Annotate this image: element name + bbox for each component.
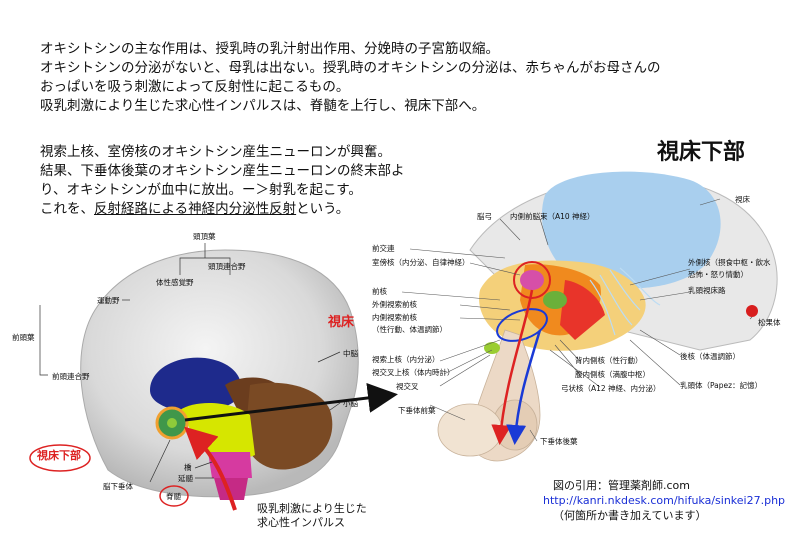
left-brain-illustration <box>80 249 359 500</box>
label-medial-preoptic-2: （性行動、体温調節） <box>372 325 447 334</box>
green-nucleus <box>543 291 567 309</box>
paraventricular-core <box>520 270 544 290</box>
label-lateral-nucleus: 外側核（摂食中枢・飲水 <box>688 258 771 267</box>
label-motor: 運動野 <box>97 296 120 305</box>
label-midbrain: 中脳 <box>343 349 358 358</box>
label-anterior-commissure: 前交連 <box>372 244 395 253</box>
citation-line-3: （何箇所か書き加えています） <box>553 509 707 522</box>
label-thalamus-left: 視床 <box>328 315 355 330</box>
thalamus-region <box>150 357 242 412</box>
label-thalamus-right: 視床 <box>735 195 750 204</box>
red-nucleus-strip <box>560 280 605 340</box>
label-supraoptic: 視索上核（内分泌） <box>372 355 440 364</box>
optic-chiasm <box>484 342 500 354</box>
paraventricular-highlight <box>513 261 551 299</box>
desc-line-4: これを、反射経路による神経内分泌性反射という。 <box>40 200 405 219</box>
label-posterior-pituitary: 下垂体後葉 <box>540 437 578 446</box>
intro-line-1: オキシトシンの主な作用は、授乳時の乳汁射出作用、分娩時の子宮筋収縮。 <box>40 41 499 57</box>
label-somatosensory: 体性感覚野 <box>156 278 194 287</box>
label-impulse-line-2: 求心性インパルス <box>257 516 345 529</box>
right-annotation-lines <box>401 198 753 442</box>
label-pineal: 松果体 <box>758 318 781 327</box>
diagram-title: 視床下部 <box>657 140 746 165</box>
red-pathway-arrow <box>491 289 534 445</box>
citation: 図の引用：管理薬剤師.com http://kanri.nkdesk.com/h… <box>543 478 785 523</box>
pituitary-dot <box>167 418 177 428</box>
connect-arrow <box>184 382 398 422</box>
desc-line-3: り、オキシトシンが血中に放出。ー＞射乳を起こす。 <box>40 182 362 198</box>
anterior-pituitary-lobe <box>437 403 503 457</box>
label-parietal-assoc: 頭頂連合野 <box>208 262 246 271</box>
pineal-gland <box>746 305 758 317</box>
label-frontal-assoc: 前頭連合野 <box>52 372 90 381</box>
spinal-cord-label-circle <box>159 485 189 507</box>
label-medial-preoptic: 内側視索前核 <box>372 313 417 322</box>
desc-line-4-suffix: という。 <box>296 201 350 217</box>
intro-line-2: オキシトシンの分泌がないと、母乳は出ない。授乳時のオキシトシンの分泌は、赤ちゃん… <box>40 60 661 76</box>
fiber-bundle <box>589 267 661 336</box>
label-fornix: 脳弓 <box>477 212 492 221</box>
intro-text: オキシトシンの主な作用は、授乳時の乳汁射出作用、分娩時の子宮筋収縮。 オキシトシ… <box>40 40 660 116</box>
label-mfb: 内側前脳束（A10 神経） <box>510 212 595 221</box>
citation-url[interactable]: http://kanri.nkdesk.com/hifuka/sinkei27.… <box>543 494 786 507</box>
right-brain-illustration <box>437 171 778 462</box>
desc-line-4-prefix: これを、 <box>40 201 94 217</box>
label-medulla: 延髄 <box>178 474 193 483</box>
label-dorsomedial: 背内側核（性行動） <box>575 356 643 365</box>
medulla-region <box>214 478 248 500</box>
right-thalamus <box>541 171 721 289</box>
label-mammillothalamic: 乳頭視床路 <box>688 286 726 295</box>
label-lateral-nucleus-2: 恐怖・怒り情動） <box>688 270 748 279</box>
intro-line-3: おっぱいを吸う刺激によって反射性に起こるもの。 <box>40 79 350 95</box>
label-parietal-lobe: 頭頂葉 <box>193 232 216 241</box>
left-annotation-lines <box>39 243 341 483</box>
desc-line-4-underlined: 反射経路による神経内分泌性反射 <box>94 201 297 217</box>
label-pituitary: 脳下垂体 <box>103 482 133 491</box>
desc-line-1: 視索上核、室傍核のオキシトシン産生ニューロンが興奮。 <box>40 144 391 160</box>
label-suprachiasmatic: 視交叉上核（体内時計） <box>372 368 455 377</box>
label-hypothalamus-left: 視床下部 <box>37 449 81 462</box>
label-optic-chiasm: 視交叉 <box>396 382 419 391</box>
description-text: 視索上核、室傍核のオキシトシン産生ニューロンが興奮。 結果、下垂体後葉のオキシト… <box>40 143 405 219</box>
supraoptic-highlight <box>496 308 548 342</box>
label-spinal-cord: 脊髄 <box>166 492 181 501</box>
desc-line-2: 結果、下垂体後葉のオキシトシン産生ニューロンの終末部よ <box>40 163 405 179</box>
label-pons: 橋 <box>184 463 192 472</box>
blue-pathway-arrow <box>506 329 542 445</box>
impulse-red-arrow <box>184 426 237 511</box>
citation-line-1: 図の引用：管理薬剤師.com <box>553 479 690 492</box>
label-paraventricular: 室傍核（内分泌、自律神経） <box>372 258 470 267</box>
label-arcuate: 弓状核（A12 神経、内分泌） <box>561 384 661 393</box>
label-cerebellum: 小脳 <box>343 399 358 408</box>
label-impulse-line-1: 吸乳刺激により生じた <box>257 502 367 515</box>
label-impulse: 吸乳刺激により生じた 求心性インパルス <box>257 502 367 530</box>
label-anterior-nucleus: 前核 <box>372 287 387 296</box>
label-mammillary: 乳頭体（Papez：記憶） <box>680 381 763 390</box>
label-frontal-lobe: 前頭葉 <box>12 333 35 342</box>
hypothalamus-label-circle <box>29 444 91 472</box>
label-lateral-preoptic: 外側視索前核 <box>372 300 417 309</box>
label-ventromedial: 腹内側核（満腹中枢） <box>575 370 650 379</box>
intro-line-4: 吸乳刺激により生じた求心性インパルスは、脊髄を上行し、視床下部へ。 <box>40 98 486 114</box>
label-anterior-pituitary: 下垂体前葉 <box>398 406 436 415</box>
label-posterior-nucleus: 後核（体温調節） <box>680 352 740 361</box>
